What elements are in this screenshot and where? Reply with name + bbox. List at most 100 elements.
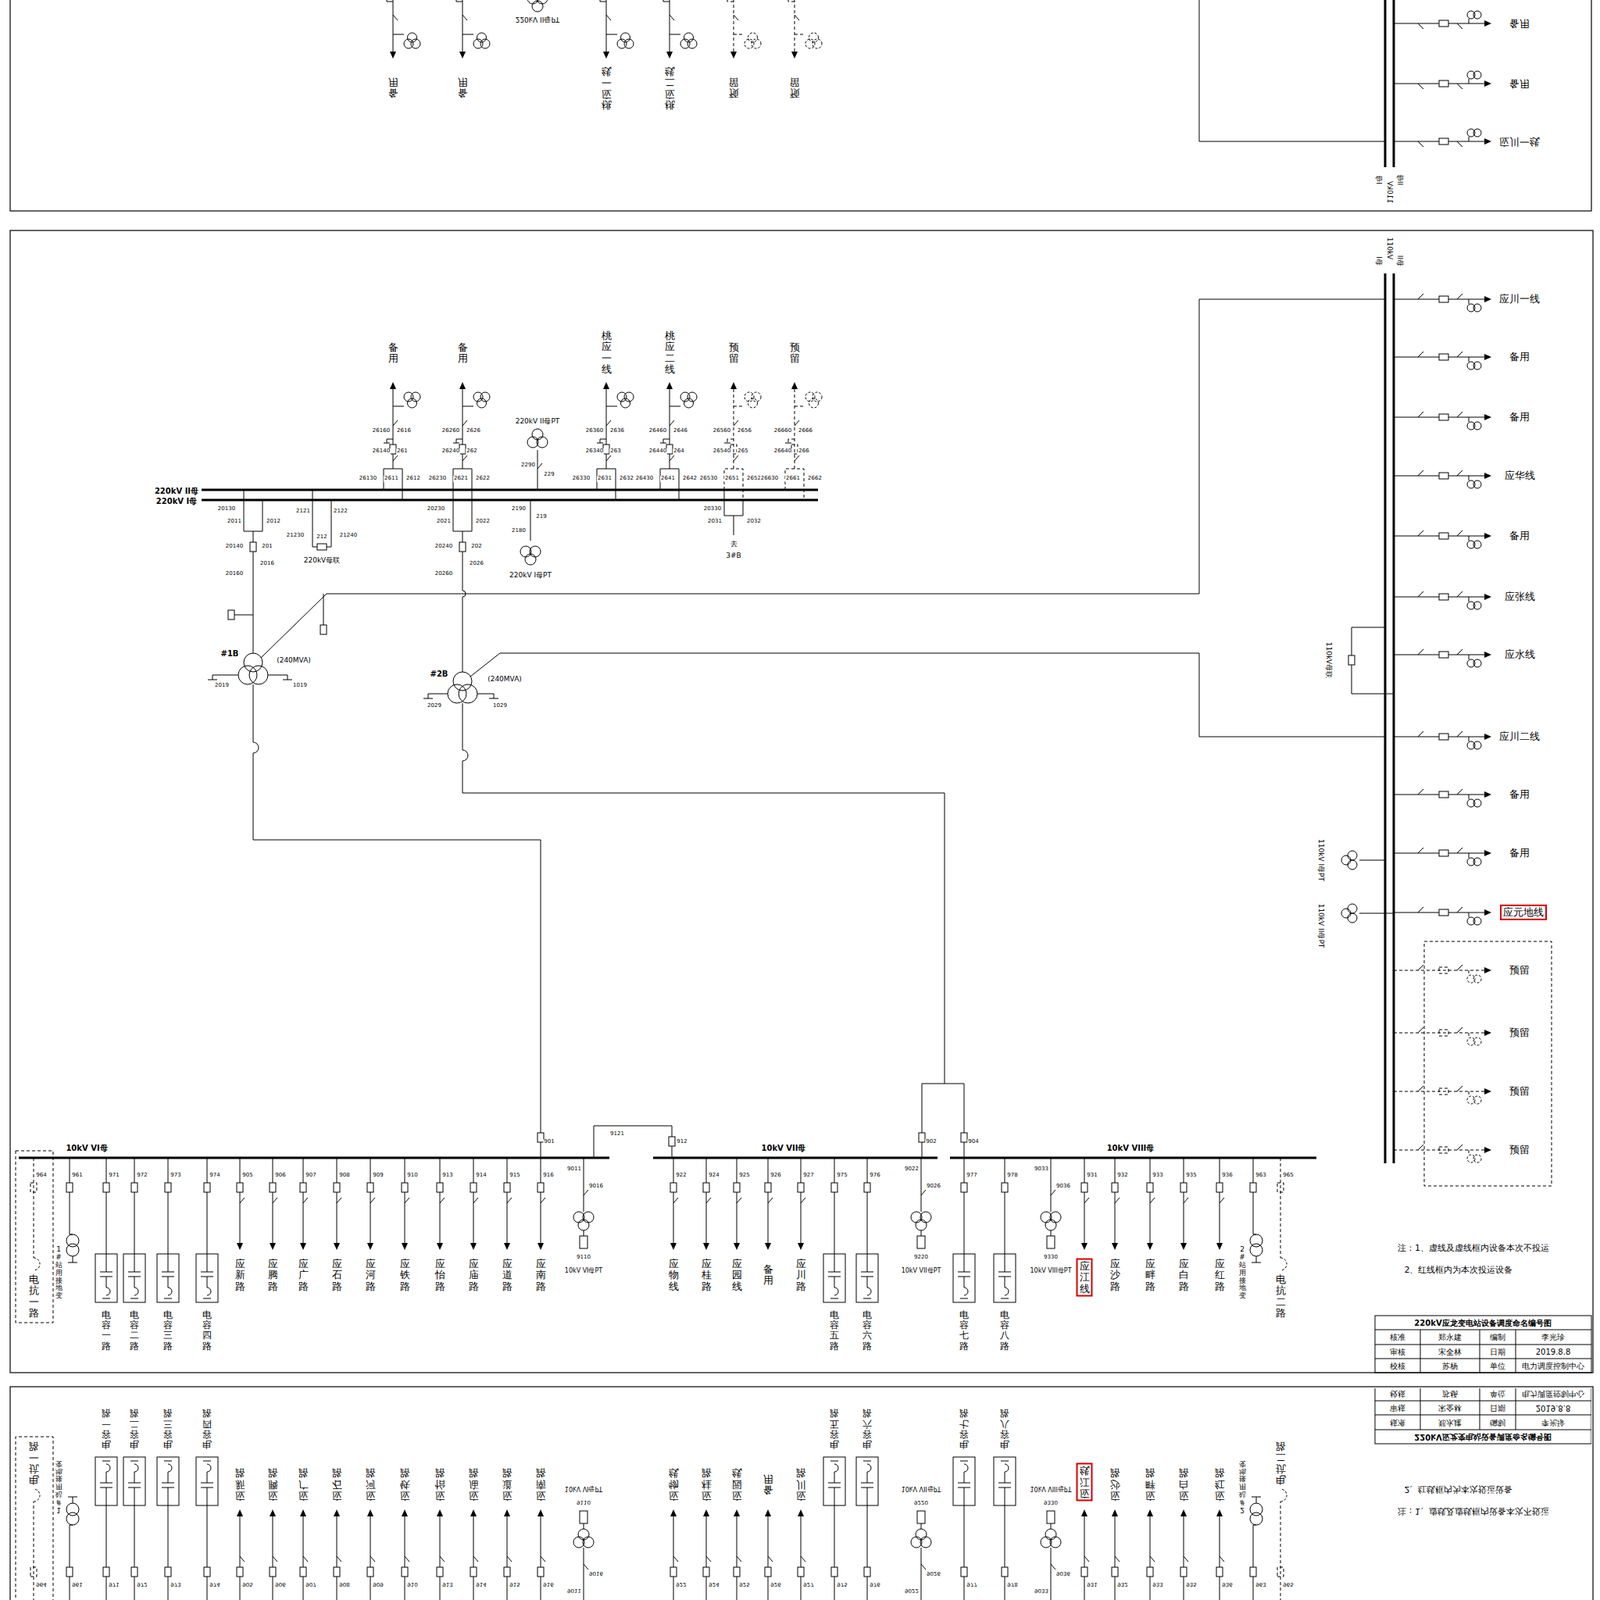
switch-number: 26130 (358, 475, 378, 483)
wire (1515, 1329, 1517, 1373)
arrowhead (1484, 353, 1492, 361)
line-name: 备用 (1508, 17, 1531, 29)
wire (1515, 1388, 1517, 1430)
line-name: 应道路 (501, 1258, 514, 1293)
pt-label: 10kV VIII母PT (1028, 1267, 1072, 1275)
arrowhead (1484, 472, 1492, 479)
breaker-symbol (300, 1567, 307, 1577)
wire (1457, 411, 1463, 418)
arrowhead (603, 382, 610, 390)
line-name: 应石路 (331, 1258, 343, 1293)
equipment-label: I母 (1374, 255, 1383, 267)
wire (200, 1271, 214, 1273)
wire (1417, 470, 1424, 476)
wire (507, 1515, 508, 1600)
wire (462, 455, 468, 461)
wire (453, 489, 472, 532)
line-name: 应畔路 (1144, 1258, 1157, 1293)
breaker-symbol (960, 1567, 968, 1577)
switch-number: 263 (609, 448, 622, 455)
wire (600, 439, 601, 443)
wire (669, 14, 675, 21)
arrowhead (470, 1242, 477, 1250)
wire (1468, 736, 1470, 742)
wire (1050, 1564, 1056, 1570)
wire (1253, 1525, 1254, 1600)
switch-number: 971 (107, 1172, 120, 1179)
switch-number: 9016 (588, 1569, 604, 1576)
wire (507, 1157, 508, 1244)
switch-number: 2016 (259, 560, 275, 568)
wire (583, 1189, 589, 1196)
wire (1375, 1329, 1592, 1331)
breaker-symbol (459, 444, 466, 454)
note-text: 2、红线框内为本次投运设备 (1403, 1484, 1515, 1494)
switch-number: 964 (35, 1580, 47, 1587)
switch-number: 906 (274, 1172, 286, 1179)
breaker-symbol (1250, 1182, 1257, 1193)
wire (392, 14, 398, 21)
arrowhead (791, 51, 798, 59)
switch-number: 933 (1151, 1172, 1164, 1179)
wire (727, 1, 734, 3)
line-name: 预留 (789, 76, 801, 100)
line-name: 应广路 (297, 1258, 310, 1293)
switch-number: 2121 (295, 508, 311, 515)
line-name: 电容一路 (100, 1408, 112, 1450)
switch-number: 972 (135, 1580, 148, 1587)
line-name: 应元地线 (1503, 907, 1544, 918)
wire (207, 679, 218, 681)
reactor-symbol (106, 1464, 111, 1472)
line-name: 应白路 (1178, 1258, 1190, 1293)
winding-circle (1473, 540, 1482, 549)
diagram-title: 220kV应龙变电站设备调度命名编号图 (1413, 1318, 1552, 1328)
wire (800, 1556, 806, 1562)
fuse-symbol (579, 1235, 588, 1249)
line-name: 应桂路 (700, 1467, 713, 1502)
switch-number: 9011 (566, 1166, 583, 1173)
switch-number: 974 (208, 1172, 221, 1179)
wire (669, 0, 671, 53)
arrowhead (703, 1242, 710, 1250)
switch-number: 975 (835, 1580, 848, 1587)
line-name: 应道路 (501, 1467, 514, 1502)
wire (1468, 299, 1470, 304)
wire (1417, 907, 1424, 913)
switch-number: 2651 (724, 475, 740, 483)
switch-number: 975 (835, 1172, 848, 1179)
breaker-symbol (66, 1567, 73, 1577)
winding-circle (1473, 799, 1482, 808)
wire (1417, 83, 1424, 90)
winding-circle (1250, 1234, 1263, 1247)
commissioned-line-box: 应江线 (1076, 1258, 1093, 1297)
line-name: 应石路 (331, 1467, 343, 1502)
wire (867, 1471, 868, 1483)
wire (1457, 530, 1463, 536)
wire (323, 593, 325, 625)
switch-number: 2022 (475, 518, 491, 525)
wire (386, 0, 388, 2)
winding-circle (1473, 857, 1482, 866)
wire (1417, 23, 1424, 29)
winding-circle (1347, 903, 1358, 914)
wire (724, 468, 743, 500)
arrowhead (1484, 651, 1492, 658)
winding-circle (66, 1234, 79, 1247)
equipment-label: II母 (1395, 173, 1404, 186)
switch-number: 978 (1006, 1580, 1018, 1587)
breaker-symbol (1439, 472, 1449, 479)
line-name: 应铁路 (399, 1258, 411, 1293)
wire (964, 1083, 965, 1158)
line-name: 2#站用接地变 (1238, 1458, 1247, 1513)
switch-number: 2666 (797, 428, 814, 435)
wire (600, 1, 607, 3)
wire (386, 1, 393, 3)
wire (1183, 1556, 1189, 1562)
line-name: 备用 (387, 76, 400, 100)
line-name: 电容四路 (201, 1310, 213, 1352)
line-name: 备用 (1508, 78, 1531, 90)
capacitor-bank (993, 1457, 1016, 1506)
switch-number: 907 (304, 1172, 317, 1179)
line-name: 应川一线 (1498, 293, 1541, 305)
